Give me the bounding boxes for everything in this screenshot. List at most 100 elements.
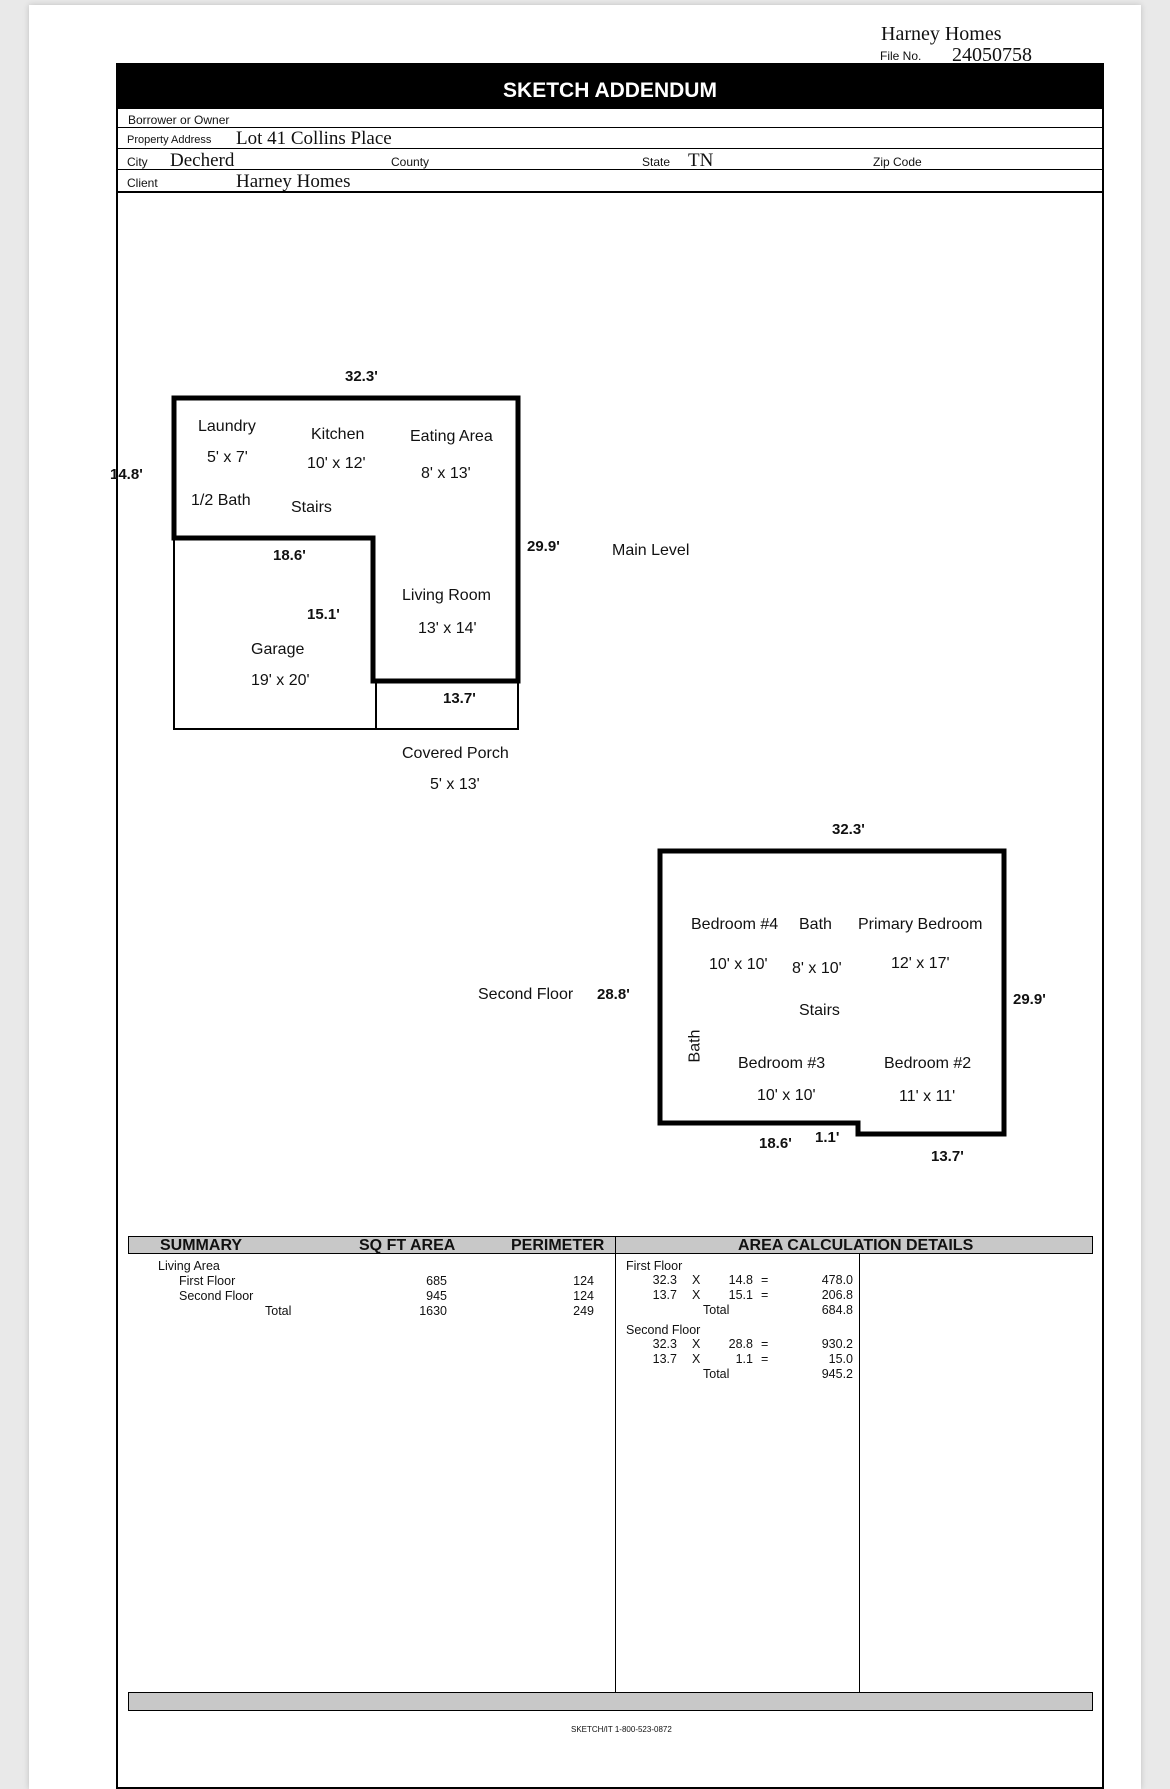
summary-row-area: 1630 [419,1304,447,1318]
room-eating-area-size: 8' x 13' [421,465,471,482]
dim-main-inner-h: 18.6' [273,547,306,564]
row-divider [118,169,1102,170]
calc-factor-b: 28.8 [728,1337,753,1351]
summary-row-perimeter: 249 [573,1304,594,1318]
client-label: Client [127,176,158,190]
dim-main-top: 32.3' [345,368,378,385]
dim-second-left: 28.8' [597,986,630,1003]
calc-factor-b: 14.8 [728,1273,753,1287]
summary-row-area: 685 [426,1274,447,1288]
calc-title: First Floor [626,1259,683,1273]
column-divider [615,1236,616,1711]
room-bedroom-2: Bedroom #2 [884,1055,972,1072]
calc-factor-a: 13.7 [652,1352,677,1366]
room-garage: Garage [251,641,305,658]
dim-main-bottom: 13.7' [443,690,476,707]
row-divider [118,191,1102,193]
state-label: State [642,155,671,169]
column-divider [859,1254,860,1692]
calc-factor-b: 1.1 [735,1352,753,1366]
zip-label: Zip Code [873,155,922,169]
addendum-frame: SKETCH ADDENDUM Borrower or Owner Proper… [116,63,1104,1789]
calc-total-label: Total [703,1367,730,1381]
room-bedroom-3: Bedroom #3 [738,1055,826,1072]
row-divider [118,127,1102,128]
footer-text: SKETCH/IT 1-800-523-0872 [571,1725,672,1734]
summary-row-perimeter: 124 [573,1289,594,1303]
room-bedroom-3-size: 10' x 10' [757,1087,816,1104]
living-area-label: Living Area [158,1259,220,1273]
file-no-label: File No. [880,49,922,63]
second-floor-outline [657,848,1007,1137]
floor-plan-sketch [171,395,1007,1137]
room-living: Living Room [402,587,491,604]
footer-bar [128,1692,1093,1711]
dim-second-bottom-left: 18.6' [759,1135,792,1152]
calc-operator: X [692,1352,701,1366]
summary-header: SUMMARY [160,1237,243,1254]
room-garage-size: 19' x 20' [251,672,310,689]
document-page: Harney Homes File No. 24050758 SKETCH AD… [29,5,1141,1789]
room-half-bath: 1/2 Bath [191,492,251,509]
room-stairs-upper: Stairs [799,1002,840,1019]
room-kitchen: Kitchen [311,426,365,443]
property-address-label: Property Address [127,134,212,146]
calc-factor-a: 32.3 [652,1273,677,1287]
row-divider [118,148,1102,149]
summary-row-name: First Floor [179,1274,236,1288]
calc-total: 945.2 [821,1367,853,1381]
dim-main-left: 14.8' [110,466,143,483]
garage-outline [173,538,377,730]
summary-row-name: Total [265,1304,292,1318]
calc-operator: X [692,1288,701,1302]
county-label: County [391,155,430,169]
summary-header-bar: SUMMARY SQ FT AREA PERIMETER AREA CALCUL… [128,1236,1093,1254]
room-bedroom-2-size: 11' x 11' [899,1088,956,1105]
calc-operator: X [692,1273,701,1287]
summary-row-name: Second Floor [179,1289,254,1303]
dim-second-bottom-right: 13.7' [931,1148,964,1165]
main-level-label: Main Level [612,542,690,559]
calc-equals: = [761,1352,769,1366]
calc-total-label: Total [703,1303,730,1317]
dim-second-right: 29.9' [1013,991,1046,1008]
room-laundry-size: 5' x 7' [207,449,248,466]
calc-total: 684.8 [821,1303,853,1317]
calc-equals: = [761,1337,769,1351]
room-primary-bedroom: Primary Bedroom [858,916,983,933]
summary-row-area: 945 [426,1289,447,1303]
calc-result: 478.0 [821,1273,853,1287]
area-calc-details-header: AREA CALCULATION DETAILS [738,1237,974,1254]
perimeter-header: PERIMETER [511,1237,605,1254]
room-eating-area: Eating Area [410,428,493,445]
room-covered-porch-size: 5' x 13' [430,776,480,793]
dim-main-right: 29.9' [527,538,560,555]
property-address-value: Lot 41 Collins Place [236,128,392,149]
dim-second-step: 1.1' [815,1129,840,1146]
city-value: Decherd [170,150,235,171]
page-title: SKETCH ADDENDUM [118,65,1102,109]
calc-title: Second Floor [626,1323,701,1337]
calc-result: 15.0 [828,1352,853,1366]
porch-outline [376,681,519,730]
room-living-size: 13' x 14' [418,620,477,637]
calc-result: 206.8 [821,1288,853,1302]
sq-ft-area-header: SQ FT AREA [359,1237,456,1254]
calc-operator: X [692,1337,701,1351]
room-bedroom-4-size: 10' x 10' [709,956,768,973]
calc-factor-a: 32.3 [652,1337,677,1351]
calc-result: 930.2 [821,1337,853,1351]
room-stairs: Stairs [291,499,332,516]
room-covered-porch: Covered Porch [402,745,509,762]
room-bath-size: 8' x 10' [792,960,842,977]
summary-row-perimeter: 124 [573,1274,594,1288]
header-client-name: Harney Homes [881,23,1002,45]
room-laundry: Laundry [198,418,256,435]
borrower-label: Borrower or Owner [128,113,230,127]
room-bedroom-4: Bedroom #4 [691,916,779,933]
client-value: Harney Homes [236,171,351,192]
dim-main-inner-v: 15.1' [307,606,340,623]
dim-second-top: 32.3' [832,821,865,838]
room-bath: Bath [799,916,832,933]
room-primary-bedroom-size: 12' x 17' [891,955,950,972]
